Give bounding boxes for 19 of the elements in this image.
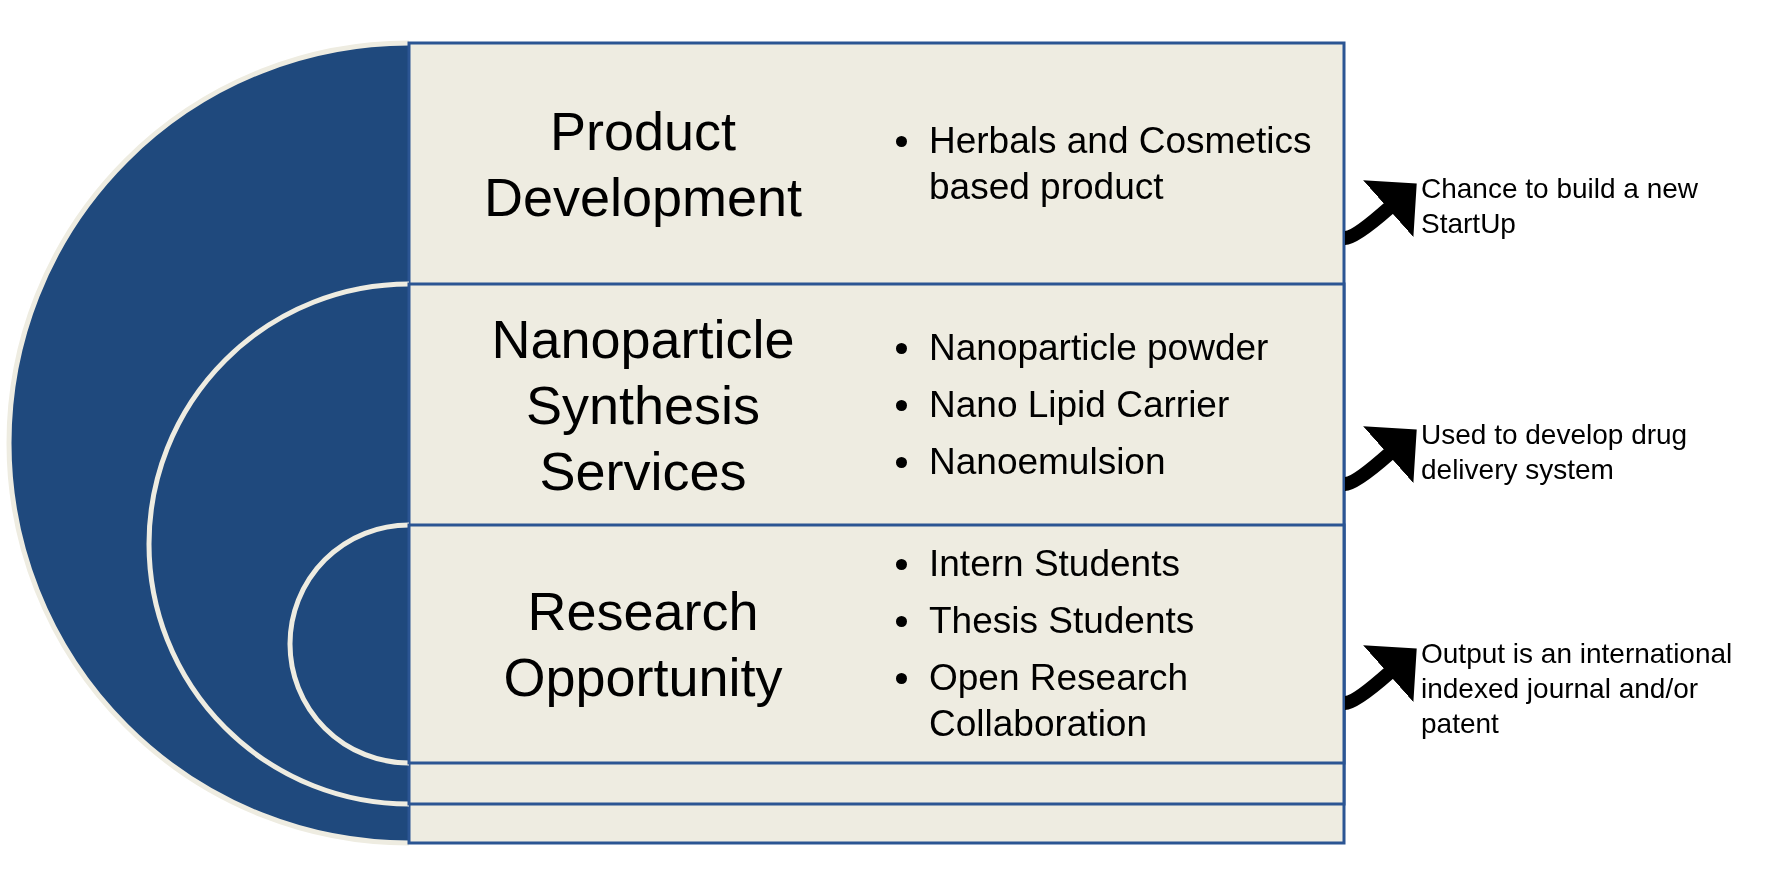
bullet-text: Thesis Students [929, 599, 1195, 643]
bullet-text: Intern Students [929, 542, 1180, 586]
bullet-text: Nanoemulsion [929, 439, 1166, 484]
tier-title: Nanoparticle Synthesis Services [490, 307, 796, 503]
tier-panel [287, 522, 1347, 766]
tier-panel [6, 40, 1347, 846]
bullet-text: Nanoparticle powder [929, 325, 1269, 370]
curved-arrow [1343, 180, 1417, 245]
tier-panel [146, 281, 1347, 807]
tier-title: Research Opportunity [502, 580, 784, 709]
bullet-text: Herbals and Cosmetics based product [929, 118, 1313, 209]
note-text: Chance to build a new StartUp [1421, 171, 1766, 241]
curved-arrow [1343, 645, 1417, 710]
note-text: Used to develop drug delivery system [1421, 417, 1766, 487]
tier-title: Product Development [482, 99, 804, 229]
note-text: Output is an international indexed journal and/or patent [1421, 636, 1766, 741]
bullet-text: Nano Lipid Carrier [929, 382, 1230, 427]
curved-arrow [1343, 426, 1417, 491]
bullet-text: Open Research Collaboration [929, 656, 1190, 746]
